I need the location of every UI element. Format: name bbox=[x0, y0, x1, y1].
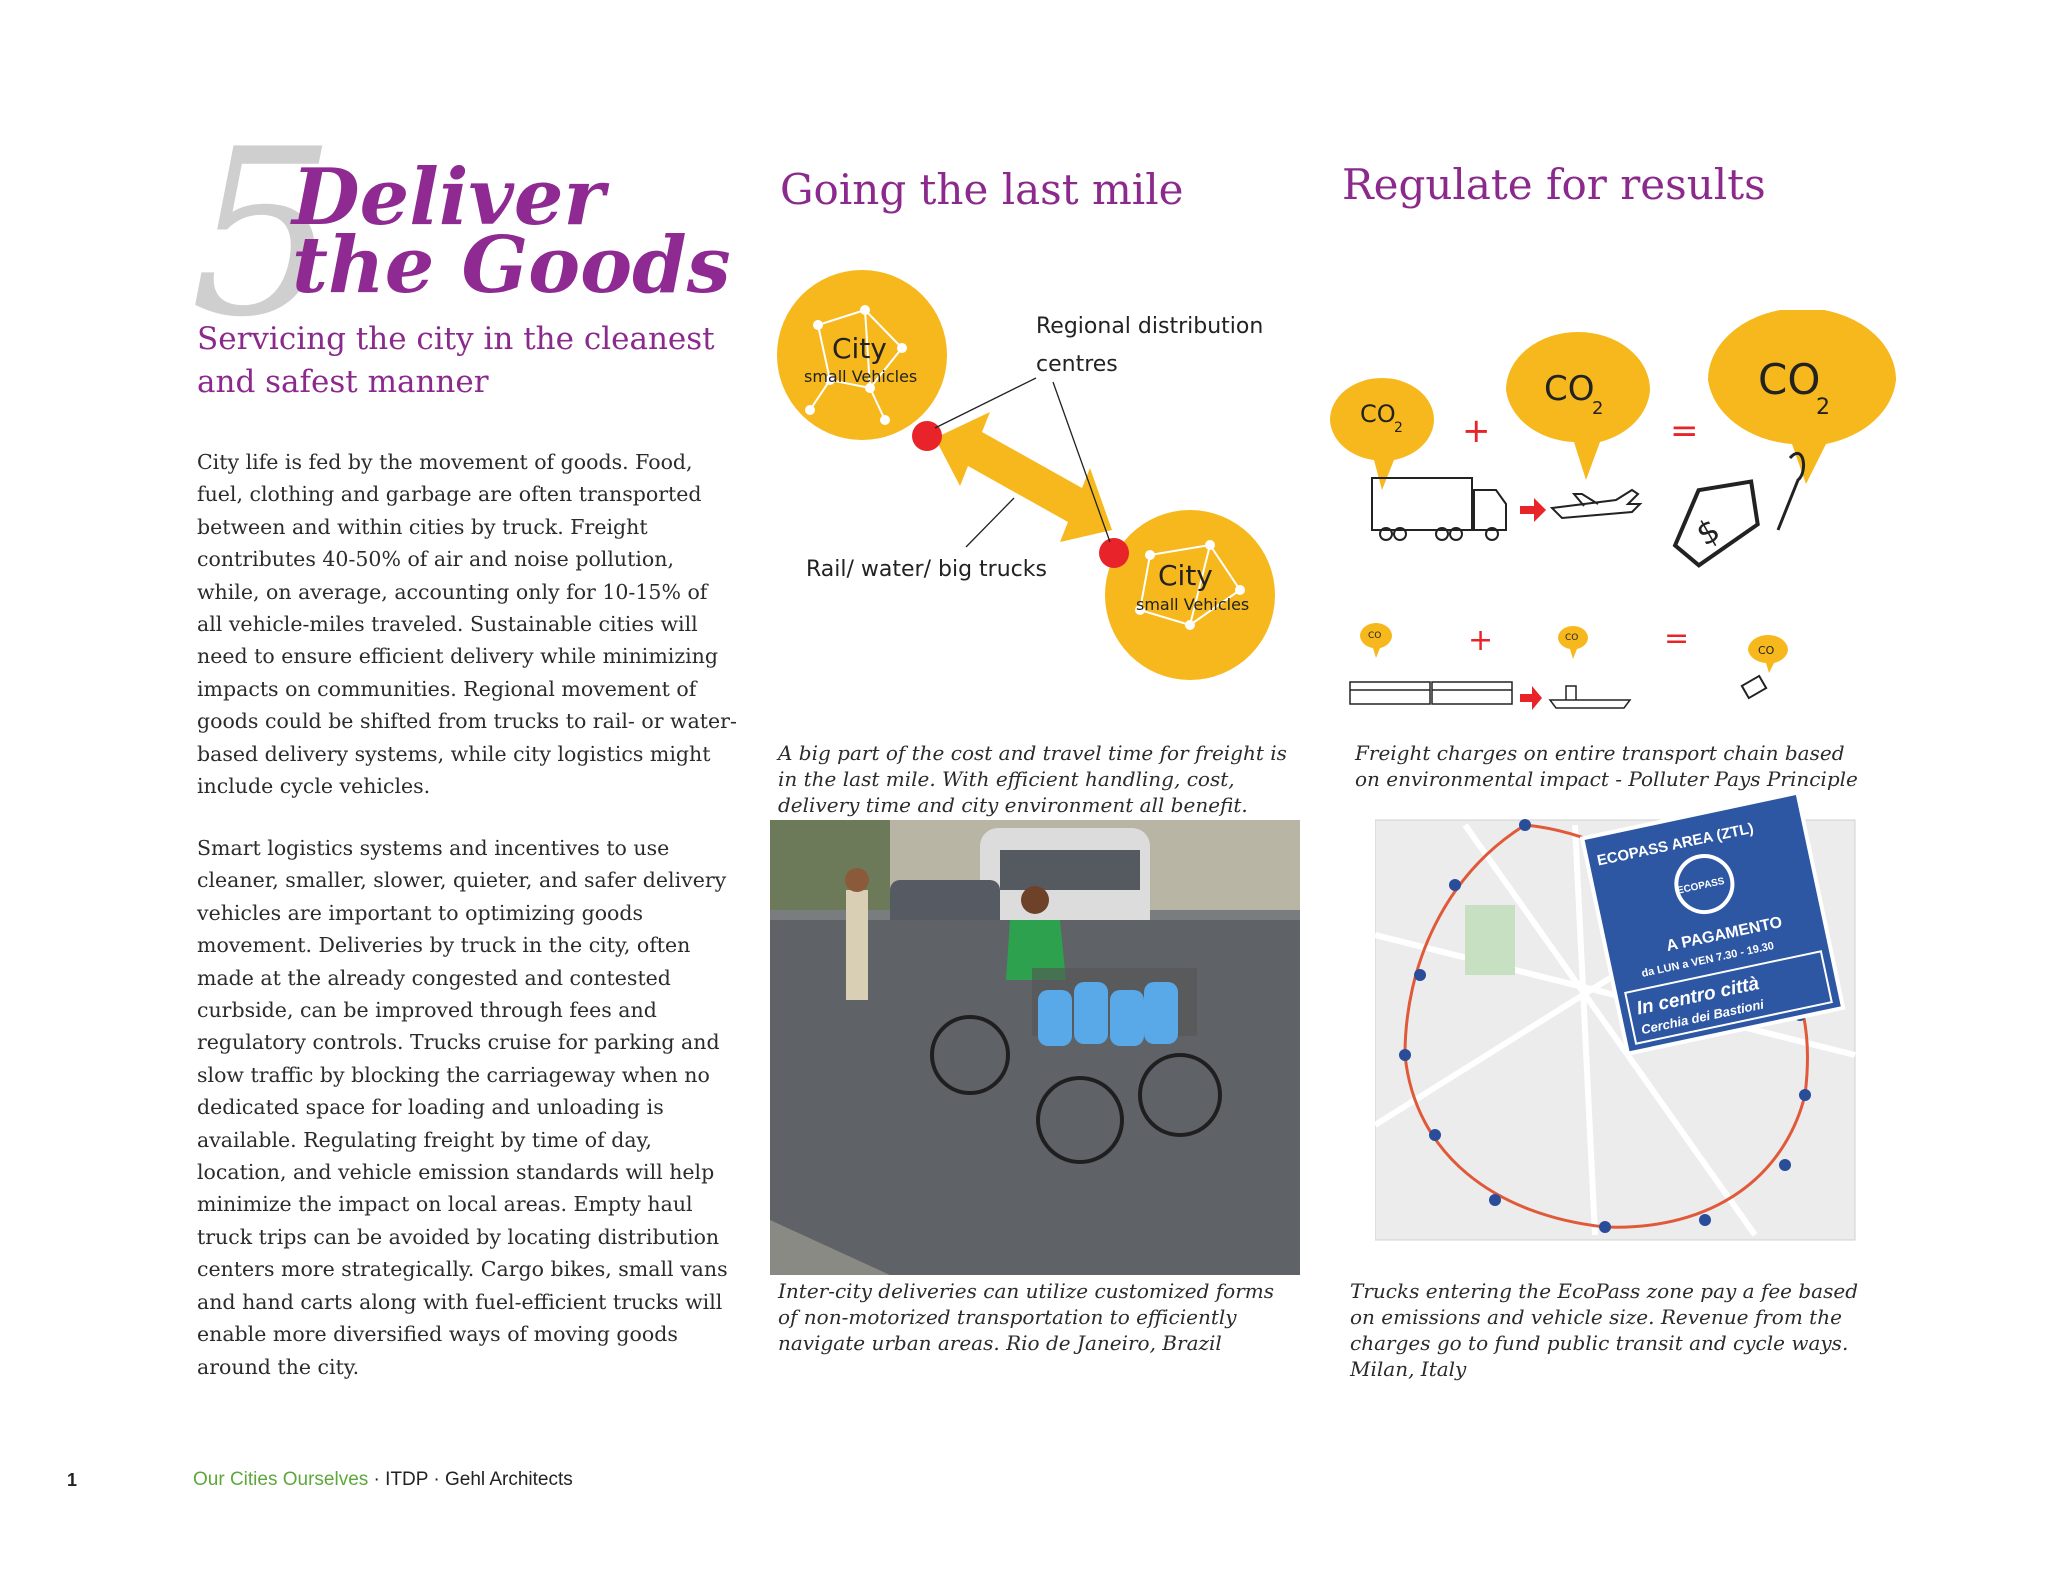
svg-text:CO: CO bbox=[1544, 369, 1595, 409]
distribution-node-2 bbox=[1099, 538, 1129, 568]
distribution-node-1 bbox=[912, 421, 942, 451]
equals-sign-1: = bbox=[1670, 411, 1699, 451]
plane-icon bbox=[1549, 488, 1643, 520]
ecopass-map: ECOPASS AREA (ZTL) ECOPASS A PAGAMENTO d… bbox=[1375, 795, 1856, 1241]
section-subtitle: Servicing the city in the cleanest and s… bbox=[197, 321, 715, 400]
svg-text:CO: CO bbox=[1758, 355, 1820, 404]
regulate-diagram: CO 2 + CO 2 = CO 2 $ CO + CO = CO bbox=[1330, 310, 1896, 710]
svg-text:CO: CO bbox=[1360, 400, 1396, 428]
leader-line-2 bbox=[1052, 381, 1111, 543]
body-paragraph-2: Smart logistics systems and incentives t… bbox=[197, 836, 728, 1379]
plus-sign-2: + bbox=[1468, 623, 1493, 658]
section-title: Deliver the Goods bbox=[292, 152, 731, 311]
co2-bubble-small: CO 2 bbox=[1330, 378, 1434, 490]
svg-text:2: 2 bbox=[1394, 420, 1403, 436]
small-vehicles-label-1: small Vehicles bbox=[804, 367, 917, 386]
footer-publication: Our Cities Ourselves bbox=[193, 1469, 369, 1490]
leader-line-1 bbox=[934, 377, 1037, 429]
ecopass-sign: ECOPASS AREA (ZTL) ECOPASS A PAGAMENTO d… bbox=[1579, 795, 1846, 1056]
cargo-tricycle-photo bbox=[770, 820, 1300, 1275]
network-icon-2 bbox=[1135, 540, 1245, 630]
caption-last-mile: A big part of the cost and travel time f… bbox=[778, 741, 1287, 817]
ship-icon bbox=[1548, 685, 1632, 709]
small-vehicles-label-2: small Vehicles bbox=[1136, 595, 1249, 614]
plus-sign-1: + bbox=[1462, 411, 1491, 451]
caption-regulate: Freight charges on entire transport chai… bbox=[1355, 741, 1858, 791]
arrow-icon-1 bbox=[1520, 498, 1546, 522]
footer-authors: · ITDP · Gehl Architects bbox=[368, 1469, 573, 1490]
co2-bubble-tiny-3: CO bbox=[1748, 635, 1788, 673]
train-icon bbox=[1349, 681, 1513, 705]
svg-text:CO: CO bbox=[1758, 644, 1775, 657]
last-mile-diagram: City small Vehicles City small Vehicles … bbox=[777, 270, 1275, 680]
city-label-2: City bbox=[1158, 559, 1213, 592]
footer-credit: Our Cities Ourselves · ITDP · Gehl Archi… bbox=[193, 1469, 573, 1491]
co2-bubble-tiny-1: CO bbox=[1360, 623, 1392, 658]
section-number: 5 bbox=[190, 101, 337, 368]
arrow-icon-2 bbox=[1520, 686, 1542, 710]
co2-bubble-large: CO 2 bbox=[1708, 310, 1896, 484]
caption-photo: Inter-city deliveries can utilize custom… bbox=[778, 1279, 1274, 1355]
rail-label: Rail/ water/ big trucks bbox=[806, 557, 1047, 582]
regional-label-1: Regional distribution bbox=[1036, 314, 1263, 339]
city-label-1: City bbox=[832, 332, 887, 365]
co2-bubble-tiny-2: CO bbox=[1558, 625, 1588, 659]
svg-text:2: 2 bbox=[1592, 398, 1603, 419]
network-icon-1 bbox=[805, 305, 907, 425]
title-line-1: Deliver bbox=[292, 152, 605, 243]
small-price-tag-icon bbox=[1740, 674, 1768, 700]
svg-text:CO: CO bbox=[1565, 633, 1578, 643]
svg-text:2: 2 bbox=[1816, 395, 1830, 420]
regional-label-2: centres bbox=[1036, 352, 1118, 377]
equals-sign-2: = bbox=[1664, 621, 1689, 656]
body-paragraph-1: City life is fed by the movement of good… bbox=[197, 450, 737, 799]
heading-going-last-mile: Going the last mile bbox=[780, 165, 1184, 214]
co2-bubble-medium: CO 2 bbox=[1506, 332, 1650, 480]
caption-map: Trucks entering the EcoPass zone pay a f… bbox=[1350, 1279, 1859, 1381]
page-number: 1 bbox=[67, 1470, 78, 1490]
title-line-2: the Goods bbox=[292, 220, 731, 311]
truck-icon bbox=[1371, 477, 1507, 541]
svg-text:CO: CO bbox=[1368, 631, 1381, 641]
heading-regulate-results: Regulate for results bbox=[1342, 160, 1766, 209]
double-arrow-icon bbox=[935, 412, 1112, 542]
price-tag-icon: $ bbox=[1672, 451, 1805, 568]
leader-line-3 bbox=[965, 497, 1015, 548]
